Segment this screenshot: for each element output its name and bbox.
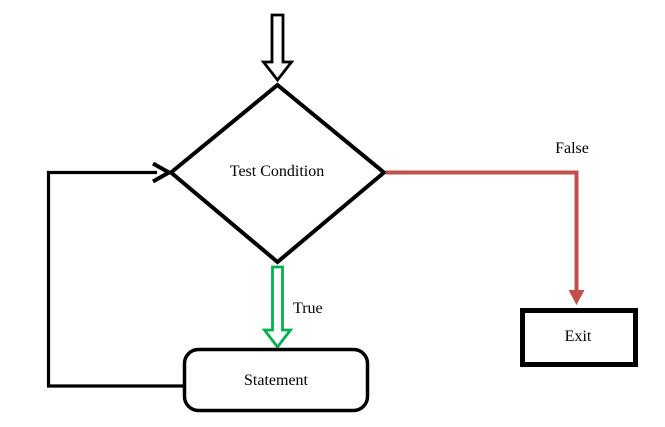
false-arrowhead-icon [568,290,585,305]
decision-label: Test Condition [229,163,325,180]
false-edge-line [386,170,579,292]
loop-edge-line [46,170,184,388]
loop-arrowhead-icon [152,161,174,184]
decision-diamond [167,82,388,265]
entry-arrow-icon [260,13,295,83]
true-edge-label: True [293,300,323,317]
statement-label: Statement [244,372,308,389]
exit-label: Exit [564,328,592,345]
true-arrow-icon [261,265,294,350]
exit-box [520,308,638,367]
statement-box [182,347,370,413]
false-edge-label: False [555,140,589,157]
